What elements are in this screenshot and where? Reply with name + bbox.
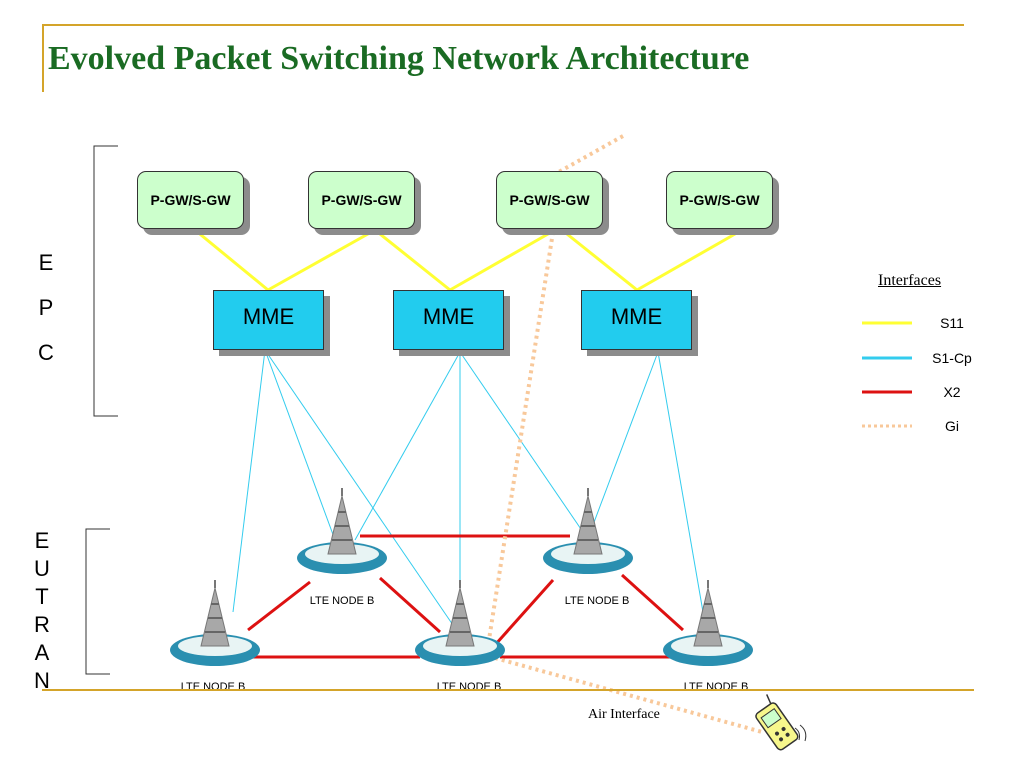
s1cp-link	[264, 349, 456, 629]
legend-label-gi: Gi	[945, 418, 959, 434]
s11-link	[561, 228, 638, 292]
x2-link	[247, 580, 311, 632]
legend-label-s11: S11	[940, 315, 964, 331]
eutran-letter: U	[34, 556, 50, 581]
mobile-phone-icon	[755, 694, 799, 751]
s11-link	[374, 228, 451, 292]
x2-link	[493, 579, 555, 646]
epc-letter: E	[38, 250, 54, 275]
s11-link	[449, 228, 556, 292]
legend-label-s1cp: S1-Cp	[932, 350, 972, 366]
eutran-letter: R	[34, 612, 50, 637]
eutran-letter: E	[34, 528, 50, 553]
node-label: LTE NODE B	[309, 595, 375, 607]
s11-link	[267, 228, 376, 292]
mme-box: MME	[213, 290, 324, 350]
eutran-letter: A	[34, 640, 50, 665]
node-label: LTE NODE B	[180, 681, 246, 693]
node-label: LTE NODE B	[436, 681, 502, 693]
x2-link	[620, 573, 685, 632]
x2-link	[378, 576, 442, 634]
gateway-box: P-GW/S-GW	[496, 171, 603, 229]
tower-icon	[415, 580, 505, 666]
epc-bracket	[93, 145, 118, 417]
s1cp-link	[459, 351, 586, 536]
slide-title: Evolved Packet Switching Network Archite…	[48, 40, 750, 77]
tower-icon	[543, 488, 633, 574]
tower-icon	[663, 580, 753, 666]
gateway-box: P-GW/S-GW	[308, 171, 415, 229]
eutran-bracket	[85, 528, 110, 675]
signal-waves-icon	[794, 724, 807, 742]
tower-icon	[297, 488, 387, 574]
s11-link	[194, 228, 269, 292]
epc-letter: P	[38, 295, 54, 320]
title-left-rule	[42, 24, 44, 92]
title-top-rule	[42, 24, 964, 26]
gateway-box: P-GW/S-GW	[666, 171, 773, 229]
node-label: LTE NODE B	[683, 681, 749, 693]
s1cp-link	[657, 351, 704, 613]
s1cp-link	[354, 351, 461, 541]
footer-rule	[42, 689, 974, 691]
node-label: LTE NODE B	[564, 595, 630, 607]
tower-icon	[170, 580, 260, 666]
legend-label-x2: X2	[943, 384, 961, 400]
epc-letter: C	[38, 340, 54, 365]
s1cp-link	[232, 349, 266, 613]
legend-title: Interfaces	[878, 272, 942, 289]
eutran-letter: T	[35, 584, 49, 609]
mme-box: MME	[393, 290, 504, 350]
s1cp-link	[592, 351, 659, 526]
mme-box: MME	[581, 290, 692, 350]
eutran-letter: N	[34, 668, 50, 693]
air-interface-label: Air Interface	[588, 707, 660, 722]
s11-link	[636, 228, 743, 292]
gateway-box: P-GW/S-GW	[137, 171, 244, 229]
s1cp-link	[264, 349, 336, 541]
